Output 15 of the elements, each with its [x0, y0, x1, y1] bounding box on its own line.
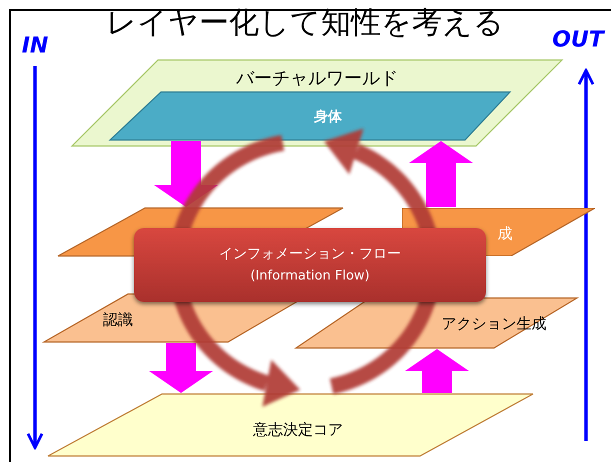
info-flow-box: [134, 228, 486, 302]
box-subtitle: (Information Flow): [250, 268, 370, 284]
block-arrow: [409, 141, 473, 207]
box-title: インフォメーション・フロー: [219, 245, 401, 263]
direction-label: IN: [22, 34, 48, 58]
layer-label: バーチャルワールド: [236, 67, 398, 90]
layer-label: 意志決定コア: [253, 420, 343, 440]
title: レイヤー化して知性を考える: [106, 4, 504, 42]
layer-label: アクション生成: [442, 314, 546, 334]
direction-label: OUT: [552, 28, 604, 52]
block-arrow: [405, 349, 469, 393]
layer-label: 成: [498, 224, 512, 244]
layer-label: 身体: [314, 108, 342, 126]
layer-label: 認識: [103, 310, 133, 330]
block-arrow: [149, 343, 213, 393]
